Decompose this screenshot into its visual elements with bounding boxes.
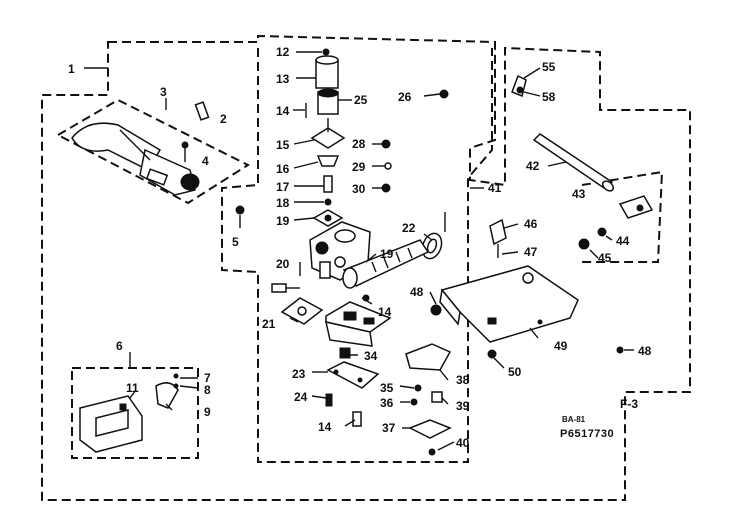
part-code: P6517730	[560, 428, 614, 440]
label-48-left: 48	[410, 285, 424, 299]
label-25: 25	[354, 93, 368, 107]
label-46: 46	[524, 217, 538, 231]
label-14-lower: 14	[318, 420, 332, 434]
label-45: 45	[598, 251, 612, 265]
seal-part-19-lower	[342, 239, 430, 289]
nut-part-30	[381, 183, 391, 193]
label-17: 17	[276, 180, 290, 194]
figure-id: F-3	[620, 397, 638, 411]
outer-dashed-boundary	[41, 34, 691, 501]
label-44: 44	[616, 234, 630, 248]
label-43: 43	[572, 187, 586, 201]
handle-group-box	[55, 98, 251, 205]
screw-part-40	[428, 448, 436, 456]
label-49: 49	[554, 339, 568, 353]
label-5: 5	[232, 235, 239, 249]
label-4: 4	[202, 154, 209, 168]
label-8: 8	[204, 383, 211, 397]
part-code-small: BA-81	[562, 415, 586, 424]
label-19-upper: 19	[276, 214, 290, 228]
label-58: 58	[542, 90, 556, 104]
label-14-middle: 14	[378, 305, 392, 319]
plate-part-37	[408, 419, 452, 439]
nut-part-48-right	[616, 346, 624, 354]
stem-part-17	[323, 175, 333, 193]
screw-part-4	[181, 141, 189, 162]
label-35: 35	[380, 381, 394, 395]
label-42: 42	[526, 159, 540, 173]
label-41: 41	[488, 181, 502, 195]
label-50: 50	[508, 365, 522, 379]
plug-part-28	[381, 139, 391, 149]
bracket-part-46	[489, 218, 507, 258]
cap-part-12	[322, 48, 330, 56]
mounting-bracket-part-49	[439, 265, 579, 343]
tube-part-42	[532, 133, 615, 192]
label-7: 7	[204, 371, 211, 385]
diaphragm-part-16	[316, 155, 340, 167]
label-26: 26	[398, 90, 412, 104]
label-38: 38	[456, 373, 470, 387]
leader-lines	[84, 67, 613, 451]
label-15: 15	[276, 138, 290, 152]
screw-part-24	[325, 393, 333, 407]
label-28: 28	[352, 137, 366, 151]
label-21: 21	[262, 317, 276, 331]
label-9: 9	[204, 405, 211, 419]
label-29: 29	[352, 160, 366, 174]
label-14-upper: 14	[276, 104, 290, 118]
pin-part-35	[414, 384, 422, 392]
block-part-38	[405, 343, 452, 371]
label-24: 24	[294, 390, 308, 404]
burner-block	[325, 301, 392, 347]
label-2: 2	[220, 112, 227, 126]
pin-part-2	[194, 101, 210, 121]
label-19-lower: 19	[380, 247, 394, 261]
label-23: 23	[292, 367, 306, 381]
label-39: 39	[456, 399, 470, 413]
magnet-part-13	[315, 55, 339, 89]
screw-part-14-lower	[352, 411, 362, 427]
nut-part-48-left	[430, 304, 442, 316]
label-11: 11	[126, 381, 139, 395]
handle-assembly-part-3	[71, 122, 200, 196]
label-30: 30	[352, 182, 366, 196]
label-36: 36	[380, 396, 394, 410]
label-18: 18	[276, 196, 290, 210]
label-22: 22	[402, 221, 416, 235]
bracket-assembly-part-6	[79, 373, 179, 453]
label-34: 34	[364, 349, 378, 363]
screw-part-50	[487, 349, 497, 359]
label-12: 12	[276, 45, 290, 59]
clip-part-39	[431, 391, 443, 403]
plug-part-26	[439, 89, 449, 99]
label-20: 20	[276, 257, 290, 271]
label-3: 3	[160, 85, 167, 99]
inner-dashed-box	[221, 48, 493, 463]
plate-part-15	[310, 127, 346, 149]
screw-part-36	[410, 398, 418, 406]
label-6: 6	[116, 339, 123, 353]
solenoid-part-25	[317, 88, 339, 115]
label-1: 1	[68, 62, 75, 76]
label-13: 13	[276, 72, 290, 86]
ball-part-5	[235, 205, 245, 215]
ring-part-29	[384, 162, 392, 170]
bracket-group-box	[71, 367, 199, 459]
screw-part-20	[271, 283, 287, 293]
fitting-group-box	[581, 170, 664, 263]
spring-part-18	[324, 198, 332, 206]
label-40: 40	[456, 436, 470, 450]
gasket-part-22	[421, 232, 443, 260]
label-55: 55	[542, 60, 556, 74]
plate-part-23	[326, 361, 380, 389]
clip-part-55	[511, 74, 527, 98]
fitting-part-43	[578, 195, 654, 250]
label-16: 16	[276, 162, 290, 176]
label-37: 37	[382, 421, 396, 435]
spring-part-34	[339, 347, 351, 359]
label-48-right: 48	[638, 344, 652, 358]
label-47: 47	[524, 245, 538, 259]
